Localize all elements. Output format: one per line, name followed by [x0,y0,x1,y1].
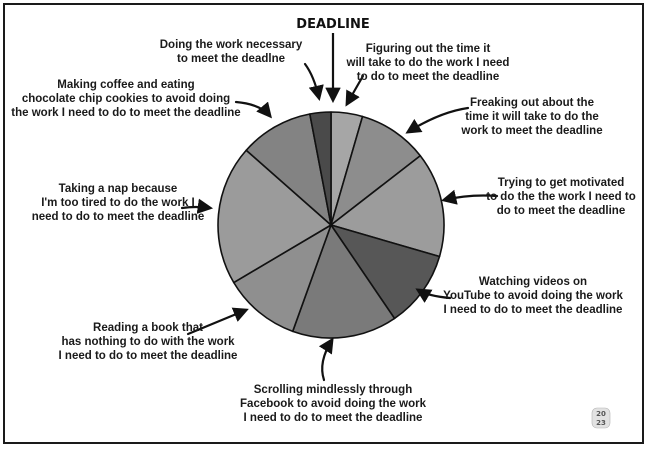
pie-slices [217,111,445,339]
pie-slice-8 [245,113,332,226]
label-arrow-3 [440,189,499,205]
label-arrow-1 [345,74,365,107]
label-arrow-9 [303,62,324,102]
label-arrows [180,33,499,382]
pie-slice-6 [232,224,332,333]
pie-slice-2 [330,115,422,226]
pie-slice-7 [217,149,332,284]
label-arrow-7 [180,198,214,214]
year-badge: 20 23 [591,407,611,429]
pie-slice-5 [291,224,396,339]
pie-slice-9 [309,111,332,226]
chart-title: DEADLINE [296,17,369,32]
label-arrow-5 [318,337,334,382]
label-arrow-2 [405,106,470,134]
label-arrow-8 [234,100,272,119]
badge-line1: 20 [596,410,606,418]
badge-line2: 23 [596,419,606,427]
label-arrow-6 [186,307,249,336]
label-arrow-4 [415,288,452,303]
